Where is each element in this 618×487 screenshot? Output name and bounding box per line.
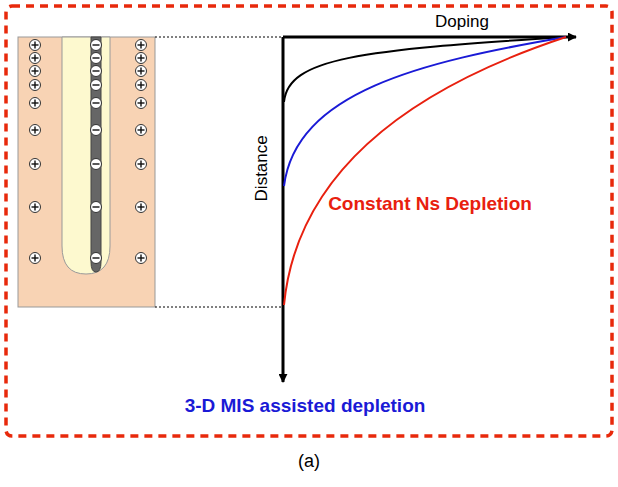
negative-charge (91, 253, 102, 264)
doping-axis (283, 36, 576, 39)
semiconductor-block (18, 37, 155, 307)
frame-title: 3-D MIS assisted depletion (185, 396, 426, 417)
profile-curve (284, 37, 566, 186)
positive-charge (30, 202, 41, 213)
negative-charge (91, 98, 102, 109)
positive-charge (136, 159, 147, 170)
negative-charge (91, 80, 102, 91)
positive-charge (30, 125, 41, 136)
leader-line (155, 307, 283, 308)
negative-charge (91, 159, 102, 170)
metal-rod (91, 37, 101, 272)
positive-charge (30, 159, 41, 170)
charge-symbols (30, 40, 147, 264)
caption: (a) (298, 452, 320, 472)
positive-charge (30, 66, 41, 77)
profile-curve (284, 37, 566, 102)
positive-charge (136, 40, 147, 51)
positive-charge (136, 125, 147, 136)
positive-charge (136, 98, 147, 109)
positive-charge (30, 253, 41, 264)
curve-label: Constant Ns Depletion (328, 194, 532, 215)
dashed-frame (6, 6, 612, 436)
positive-charge (136, 202, 147, 213)
axis-label: Doping (435, 13, 489, 32)
positive-charge (30, 80, 41, 91)
negative-charge (91, 66, 102, 77)
positive-charge (30, 98, 41, 109)
positive-charge (136, 80, 147, 91)
negative-charge (91, 202, 102, 213)
distance-axis (282, 37, 285, 382)
positive-charge (136, 53, 147, 64)
positive-charge (30, 53, 41, 64)
insulator-liner (62, 37, 110, 274)
negative-charge (91, 40, 102, 51)
positive-charge (30, 40, 41, 51)
positive-charge (136, 253, 147, 264)
negative-charge (91, 125, 102, 136)
leader-line (155, 37, 283, 38)
profile-curve (284, 37, 566, 305)
positive-charge (136, 66, 147, 77)
negative-charge (91, 53, 102, 64)
axis-label: Distance (253, 135, 272, 201)
